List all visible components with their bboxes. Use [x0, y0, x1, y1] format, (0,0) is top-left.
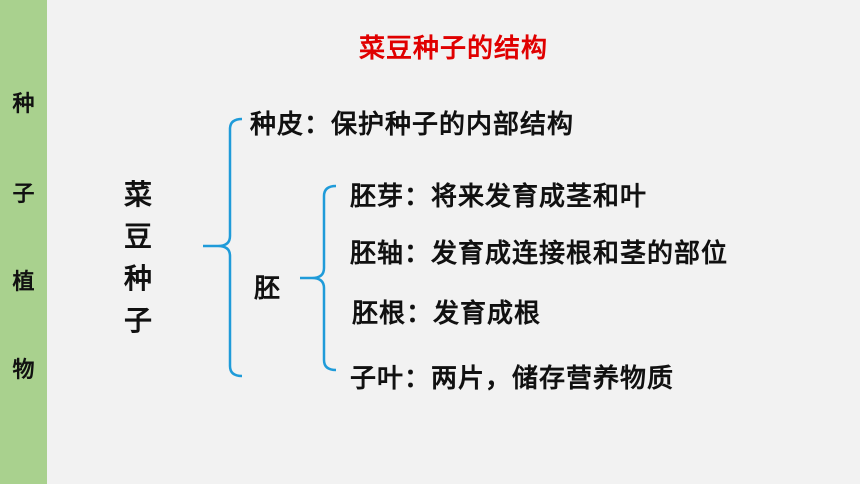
main-brace: [217, 117, 243, 378]
embryo-brace: [311, 184, 337, 372]
sidebar-char-2: 子: [12, 181, 35, 207]
sidebar: 种 子 植 物: [0, 0, 47, 484]
seed-coat-text: 种皮：保护种子的内部结构: [250, 110, 575, 140]
root-char-1: 菜: [123, 178, 152, 211]
root-char-3: 种: [123, 262, 152, 295]
root-char-2: 豆: [123, 220, 152, 253]
plumule-text: 胚芽：将来发育成茎和叶: [350, 182, 648, 212]
page-title: 菜豆种子的结构: [358, 34, 548, 64]
root-label: 菜 豆 种 子: [118, 174, 158, 342]
sidebar-char-3: 植: [12, 269, 35, 295]
sidebar-char-4: 物: [12, 357, 35, 383]
embryo-label: 胚: [254, 274, 282, 304]
hypocotyl-text: 胚轴：发育成连接根和茎的部位: [350, 239, 729, 269]
root-char-4: 子: [123, 304, 152, 337]
sidebar-char-1: 种: [12, 91, 35, 117]
radicle-text: 胚根：发育成根: [352, 299, 542, 329]
cotyledon-text: 子叶：两片，储存营养物质: [350, 364, 675, 394]
